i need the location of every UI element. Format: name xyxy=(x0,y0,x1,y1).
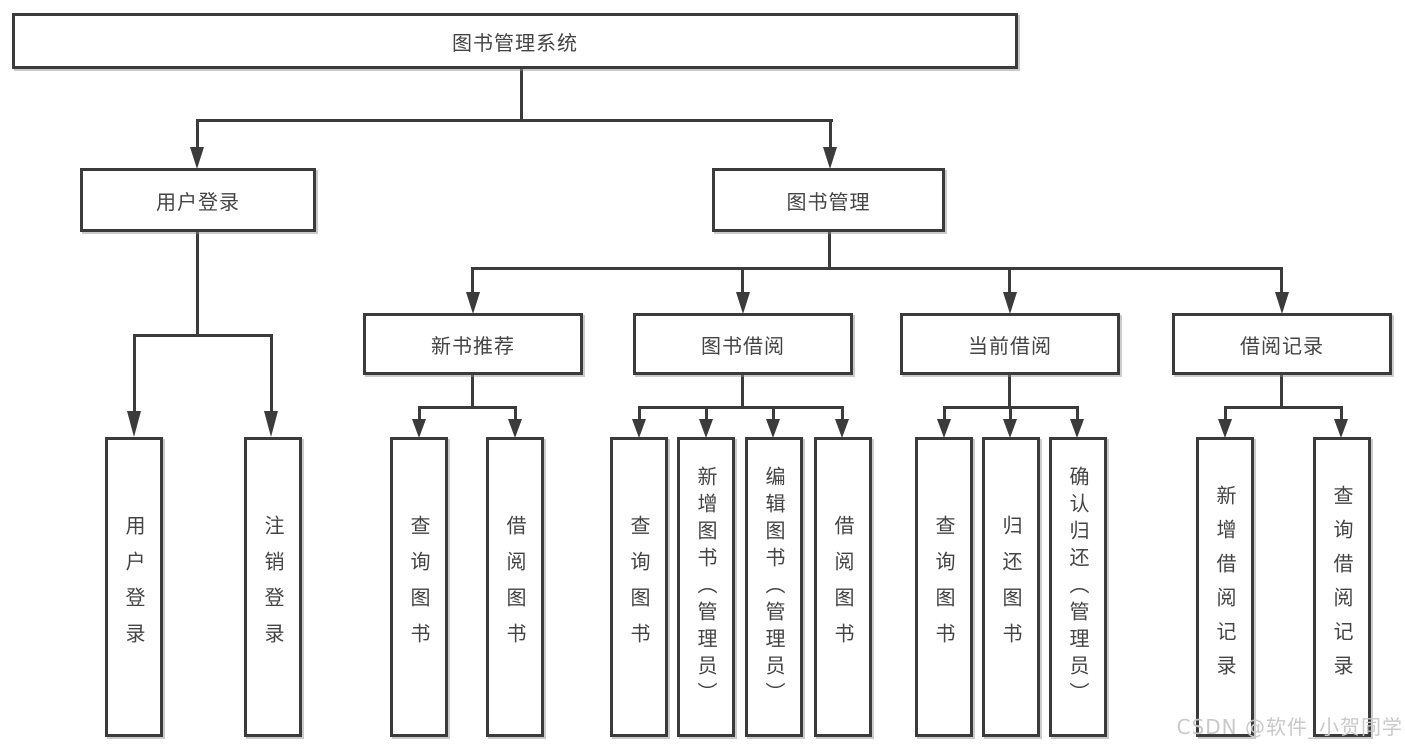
connector-line xyxy=(638,406,641,421)
arrow-down-icon xyxy=(632,419,646,438)
leaf-label: 确认归还（管理员） xyxy=(1066,465,1090,709)
connector-line xyxy=(1224,406,1343,409)
arrow-down-icon xyxy=(835,419,849,438)
leaf-label: 借阅图书 xyxy=(503,515,527,659)
node-book-management: 图书管理 xyxy=(712,168,945,232)
node-current-borrow: 当前借阅 xyxy=(900,313,1120,375)
node-label: 新书推荐 xyxy=(431,333,515,358)
leaf-logout: 注销登录 xyxy=(244,437,302,737)
connector-line xyxy=(1076,406,1079,421)
leaf-borrow-books: 借阅图书 xyxy=(486,437,544,737)
connector-line xyxy=(943,406,946,421)
node-book-borrow: 图书借阅 xyxy=(633,313,853,375)
connector-line xyxy=(841,406,844,421)
arrow-down-icon xyxy=(766,419,780,438)
leaf-add-borrow-record: 新增借阅记录 xyxy=(1196,437,1254,737)
connector-line xyxy=(1280,267,1283,295)
leaf-borrow-books: 借阅图书 xyxy=(814,437,872,737)
leaf-label: 查询借阅记录 xyxy=(1330,485,1354,689)
node-label: 图书管理 xyxy=(786,189,871,214)
connector-line xyxy=(133,334,273,337)
connector-line xyxy=(829,119,832,149)
arrow-down-icon xyxy=(264,411,278,437)
leaf-label: 查询图书 xyxy=(627,515,651,659)
leaf-edit-books-admin: 编辑图书（管理员） xyxy=(745,437,803,737)
node-label: 借阅记录 xyxy=(1240,333,1324,358)
arrow-down-icon xyxy=(1003,419,1017,438)
connector-line xyxy=(705,406,708,421)
leaf-confirm-return-admin: 确认归还（管理员） xyxy=(1049,437,1107,737)
connector-line xyxy=(1224,406,1227,421)
leaf-label: 编辑图书（管理员） xyxy=(762,465,786,709)
connector-line xyxy=(772,406,775,421)
node-library-management-system: 图书管理系统 xyxy=(12,13,1018,69)
arrow-down-icon xyxy=(508,419,522,438)
arrow-down-icon xyxy=(937,419,951,438)
connector-line xyxy=(638,406,844,409)
leaf-query-books: 查询图书 xyxy=(390,437,448,737)
leaf-query-borrow-record: 查询借阅记录 xyxy=(1313,437,1371,737)
leaf-return-books: 归还图书 xyxy=(982,437,1040,737)
connector-line xyxy=(1340,406,1343,421)
leaf-label: 借阅图书 xyxy=(831,515,855,659)
arrow-down-icon xyxy=(1275,292,1289,314)
arrow-down-icon xyxy=(190,147,204,169)
connector-line xyxy=(1280,372,1283,409)
arrow-down-icon xyxy=(1334,419,1348,438)
connector-line xyxy=(471,372,474,409)
leaf-label: 查询图书 xyxy=(932,515,956,659)
leaf-label: 注销登录 xyxy=(261,515,285,659)
connector-line xyxy=(196,119,833,122)
leaf-label: 用户登录 xyxy=(122,515,146,659)
arrow-down-icon xyxy=(466,292,480,314)
node-new-book-recommend: 新书推荐 xyxy=(363,313,583,375)
connector-line xyxy=(741,267,744,295)
node-user-login: 用户登录 xyxy=(80,168,316,232)
connector-line xyxy=(828,230,831,270)
node-label: 图书借阅 xyxy=(701,333,785,358)
connector-line xyxy=(520,66,523,122)
node-borrow-records: 借阅记录 xyxy=(1172,313,1392,375)
arrow-down-icon xyxy=(1070,419,1084,438)
arrow-down-icon xyxy=(823,147,837,169)
connector-line xyxy=(471,267,474,295)
connector-line xyxy=(1009,406,1012,421)
connector-line xyxy=(472,267,1283,270)
leaf-query-books: 查询图书 xyxy=(915,437,973,737)
leaf-add-books-admin: 新增图书（管理员） xyxy=(677,437,735,737)
leaf-query-books: 查询图书 xyxy=(610,437,668,737)
connector-line xyxy=(196,119,199,149)
arrow-down-icon xyxy=(127,411,141,437)
node-label: 当前借阅 xyxy=(968,333,1052,358)
arrow-down-icon xyxy=(412,419,426,438)
connector-line xyxy=(418,406,517,409)
leaf-label: 归还图书 xyxy=(999,515,1023,659)
arrow-down-icon xyxy=(1003,292,1017,314)
arrow-down-icon xyxy=(736,292,750,314)
leaf-user-login: 用户登录 xyxy=(105,437,163,737)
connector-line xyxy=(270,334,273,414)
connector-line xyxy=(133,334,136,414)
node-label: 用户登录 xyxy=(156,189,240,214)
leaf-label: 新增图书（管理员） xyxy=(694,465,718,709)
csdn-watermark: CSDN @软件_小贺同学 xyxy=(1176,715,1403,739)
connector-line xyxy=(196,230,199,337)
connector-line xyxy=(514,406,517,421)
connector-line xyxy=(1008,372,1011,409)
connector-line xyxy=(418,406,421,421)
arrow-down-icon xyxy=(1218,419,1232,438)
leaf-label: 查询图书 xyxy=(407,515,431,659)
leaf-label: 新增借阅记录 xyxy=(1213,485,1237,689)
node-label: 图书管理系统 xyxy=(452,30,578,55)
connector-line xyxy=(1008,267,1011,295)
connector-line xyxy=(741,372,744,409)
arrow-down-icon xyxy=(699,419,713,438)
